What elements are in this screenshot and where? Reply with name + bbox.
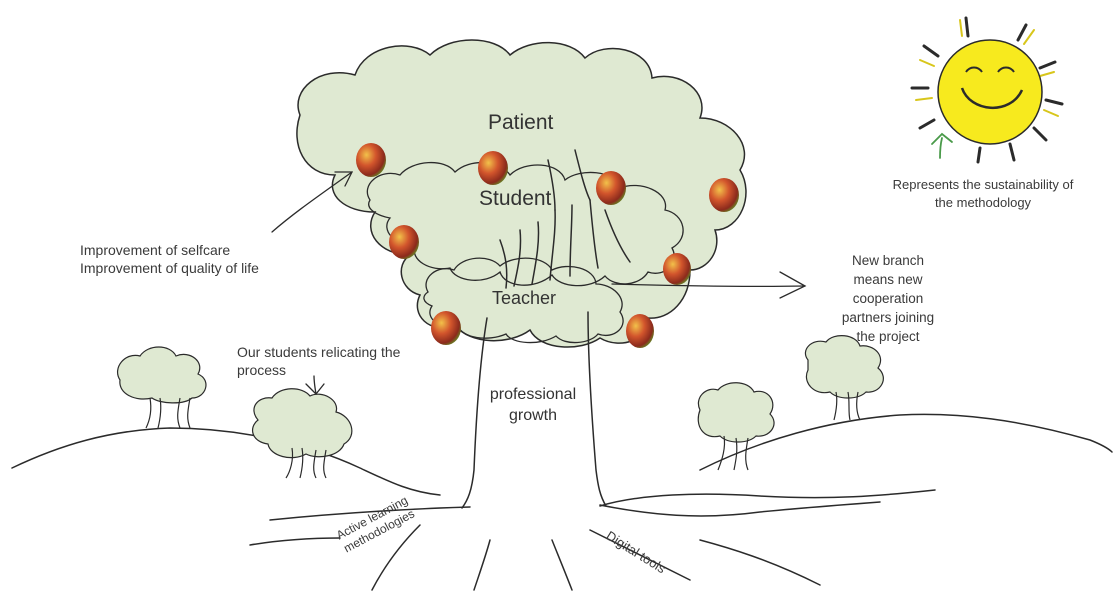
branch-arrow-head [780, 272, 805, 298]
sun-line2: the methodology [868, 194, 1098, 212]
small-tree-right-1 [698, 383, 774, 470]
crown-label-patient: Patient [488, 114, 553, 132]
selfcare-annotation: Improvement of selfcare Improvement of q… [80, 241, 259, 277]
branch-line2: means new [828, 270, 948, 289]
sun-line1: Represents the sustainability of [868, 176, 1098, 194]
selfcare-line1: Improvement of selfcare [80, 241, 259, 259]
hills [12, 414, 1112, 520]
trunk-label-line1: professional [468, 384, 598, 405]
fruit [709, 178, 739, 212]
fruit [389, 225, 419, 259]
fruit [356, 143, 386, 177]
replicating-line2: process [237, 361, 400, 379]
tree-roots [250, 525, 820, 590]
left-hill [12, 428, 440, 495]
fruit [431, 311, 461, 345]
replicating-annotation: Our students relicating the process [237, 343, 400, 379]
fruit [596, 171, 626, 205]
small-tree-left-2 [253, 389, 352, 478]
ground-line-lower [600, 502, 880, 516]
crown-label-student: Student [479, 190, 551, 208]
branch-line3: cooperation [828, 289, 948, 308]
sun-icon [912, 18, 1062, 162]
branch-line5: the project [828, 327, 948, 346]
trunk-label: professional growth [468, 384, 598, 426]
fruit [478, 151, 508, 185]
crown-label-teacher: Teacher [492, 289, 556, 307]
small-tree-left-1 [118, 347, 206, 428]
sun-annotation: Represents the sustainability of the met… [868, 176, 1098, 212]
sun-face [938, 40, 1042, 144]
replicating-line1: Our students relicating the [237, 343, 400, 361]
branch-annotation: New branch means new cooperation partner… [828, 251, 948, 346]
branch-line1: New branch [828, 251, 948, 270]
trunk-label-line2: growth [468, 405, 598, 426]
sun-arrow [932, 134, 952, 158]
selfcare-line2: Improvement of quality of life [80, 259, 259, 277]
branch-line4: partners joining [828, 308, 948, 327]
fruit [663, 253, 691, 285]
fruit [626, 314, 654, 348]
small-tree-right-2 [805, 336, 883, 420]
